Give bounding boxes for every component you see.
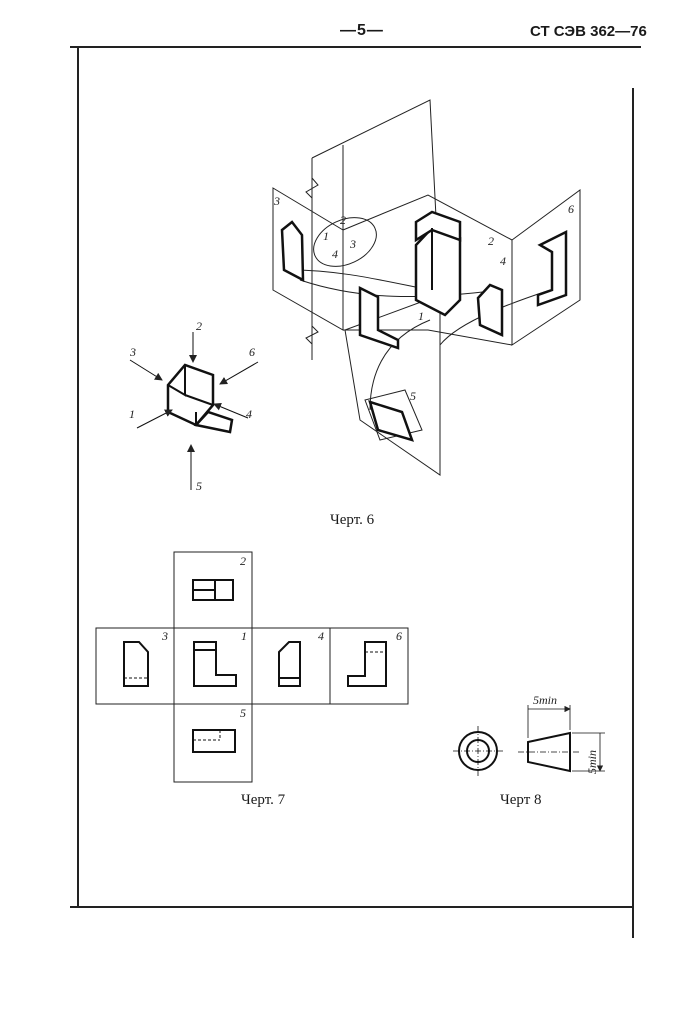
dimension-label-horizontal: 5min	[533, 693, 557, 707]
fig8-labels: 5min 5min	[533, 693, 599, 774]
fig7-labels: 2 3 1 4 6 5	[161, 554, 402, 720]
plane-label-2: 2	[488, 234, 494, 248]
view-label-3: 3	[161, 629, 168, 643]
fig6-views	[280, 210, 568, 442]
plane-label-3a: 3	[349, 237, 356, 251]
fig7-views	[123, 579, 387, 753]
plane-label-2a: 2	[340, 213, 346, 227]
fig8-drawing	[453, 705, 605, 776]
view-label-1: 1	[241, 629, 247, 643]
view-label-6: 6	[396, 629, 402, 643]
frame-border-top	[70, 46, 641, 48]
dimension-label-vertical: 5min	[585, 750, 599, 774]
plane-label-3: 3	[273, 194, 280, 208]
frame-border-bottom	[70, 906, 632, 908]
frame-border-left	[77, 48, 79, 908]
view-label-2: 2	[240, 554, 246, 568]
page-number: —5—	[340, 22, 384, 39]
fig7-grid	[95, 551, 409, 783]
plane-label-4: 4	[500, 254, 506, 268]
dir-label-1: 1	[129, 407, 135, 421]
plane-label-1a: 1	[323, 229, 329, 243]
dir-label-4: 4	[246, 407, 252, 421]
figure-7-caption: Черт. 7	[241, 792, 286, 808]
plane-label-4a: 4	[332, 247, 338, 261]
dir-label-5: 5	[196, 479, 202, 493]
dir-label-6: 6	[249, 345, 255, 359]
view-label-4: 4	[318, 629, 324, 643]
frame-border-right	[632, 88, 634, 938]
dir-label-2: 2	[196, 319, 202, 333]
figure-8-caption: Черт 8	[500, 792, 542, 808]
dir-label-3: 3	[129, 345, 136, 359]
plane-label-1: 1	[418, 309, 424, 323]
fig6-small-labels: 2 3 6 1 4 5	[129, 319, 255, 493]
figure-6-caption: Черт. 6	[330, 512, 375, 528]
standard-code: СТ СЭВ 362—76	[530, 23, 647, 40]
fig6-large-labels: 3 6 2 1 3 4 2 4 1 5	[273, 194, 574, 403]
fig6-small-part	[129, 332, 259, 490]
plane-label-6: 6	[568, 202, 574, 216]
view-label-5: 5	[240, 706, 246, 720]
plane-label-5: 5	[410, 389, 416, 403]
